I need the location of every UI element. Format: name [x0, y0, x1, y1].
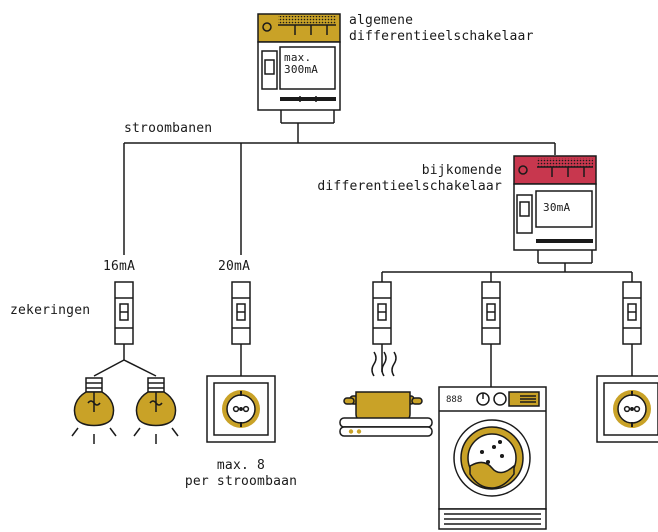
main-breaker-label-line1: algemene — [349, 13, 414, 28]
socket-icon — [596, 375, 658, 443]
fuse-washing — [481, 281, 501, 345]
bulb-icon — [133, 377, 179, 444]
fuse-cooking — [372, 281, 392, 345]
bulb-icon — [71, 377, 117, 444]
socket-limit-line2: per stroombaan — [184, 474, 298, 489]
socket-limit-label: max. 8 per stroombaan — [175, 458, 307, 490]
main-breaker-rating-line1: max. — [284, 51, 312, 64]
extra-breaker-label-line1: bijkomende — [421, 163, 502, 178]
circuits-label: stroombanen — [124, 121, 213, 136]
fuse-right — [622, 281, 642, 345]
extra-breaker — [513, 155, 597, 264]
main-breaker-label-line2: differentieelschakelaar — [349, 29, 534, 44]
main-breaker-label: algemene differentieelschakelaar — [349, 13, 534, 45]
fuse-lighting — [114, 281, 134, 345]
lighting-fuse-rating: 16mA — [103, 259, 136, 274]
main-breaker-rating-line2: 300mA — [284, 63, 319, 76]
main-breaker-rating: max. 300mA — [284, 52, 318, 76]
fuse-socket — [231, 281, 251, 345]
socket-limit-line1: max. 8 — [216, 458, 266, 473]
main-breaker — [257, 13, 341, 124]
washing-machine-icon — [438, 386, 547, 530]
extra-breaker-label-line2: differentieelschakelaar — [317, 179, 502, 194]
cooking-pot-icon — [339, 351, 433, 437]
washing-machine-display: 888 — [446, 395, 462, 405]
extra-breaker-rating: 30mA — [543, 201, 571, 214]
extra-breaker-label: bijkomende differentieelschakelaar — [300, 163, 502, 195]
fuses-label: zekeringen — [10, 303, 91, 318]
socket-icon — [206, 375, 276, 443]
socket-fuse-rating: 20mA — [218, 259, 251, 274]
